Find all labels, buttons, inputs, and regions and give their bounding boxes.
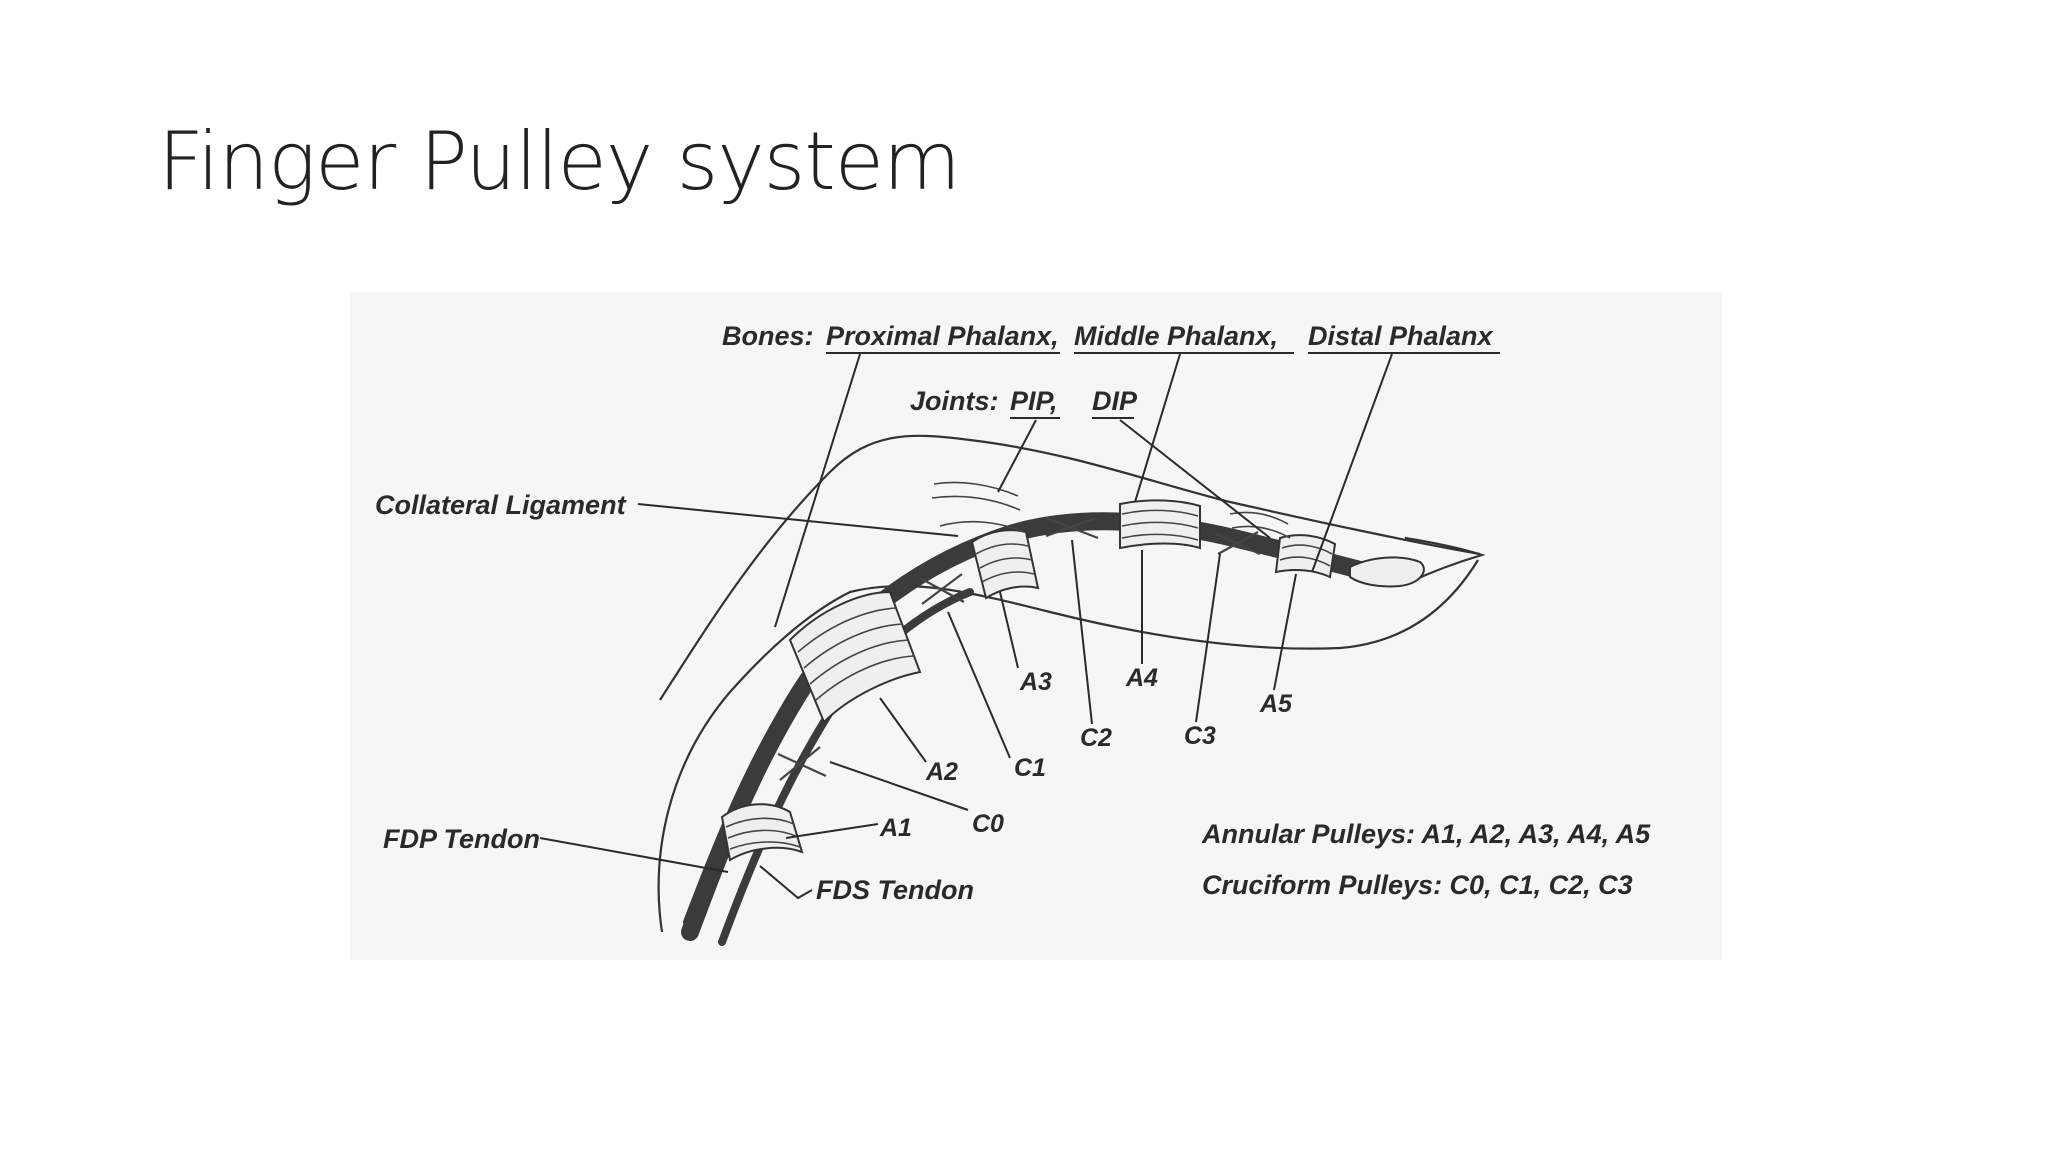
joints-prefix-label: Joints: <box>910 386 999 416</box>
leader-lines <box>539 353 1393 900</box>
leader-c2 <box>1071 539 1093 725</box>
leader-middle-phalanx <box>1134 353 1181 503</box>
pulley-a3-label: A3 <box>1019 668 1052 696</box>
fingernail-outline <box>1404 536 1486 583</box>
legend-annular-pulleys: Annular Pulleys: A1, A2, A3, A4, A5 <box>1201 819 1651 849</box>
leader-c0 <box>829 761 969 811</box>
pulley-a1-band <box>720 803 804 862</box>
leader-fdp-tendon <box>539 837 729 873</box>
bones-prefix-label: Bones: <box>722 321 814 351</box>
leader-proximal-phalanx <box>774 353 861 628</box>
pulley-a4-band <box>1119 499 1201 550</box>
collateral-ligament-label: Collateral Ligament <box>375 490 627 520</box>
pulley-c2-cross <box>1045 516 1099 540</box>
leader-dip <box>1119 419 1271 539</box>
pulley-a4-label: A4 <box>1125 664 1158 692</box>
finger-palmar-outline <box>657 559 1479 933</box>
fdp-tendon-label: FDP Tendon <box>383 824 540 854</box>
joint-pip-label: PIP, <box>1010 386 1058 416</box>
pulley-c0-label: C0 <box>972 810 1004 838</box>
leader-fds-tendon <box>759 865 813 900</box>
leader-a2 <box>879 697 927 763</box>
leader-a3 <box>999 591 1019 669</box>
pip-joint-region <box>931 481 1025 533</box>
pulley-c0-cross <box>777 746 827 781</box>
pulley-a2-band <box>788 590 922 724</box>
bone-distal-phalanx-label: Distal Phalanx <box>1308 321 1494 351</box>
pulley-c2-label: C2 <box>1080 724 1112 752</box>
leader-c1 <box>947 611 1011 759</box>
bone-proximal-phalanx-label: Proximal Phalanx, <box>826 321 1059 351</box>
fingertip-pad <box>1349 556 1425 588</box>
finger-dorsal-outline <box>659 434 1481 701</box>
pulley-a5-band <box>1274 534 1337 579</box>
fds-tendon-label: FDS Tendon <box>816 875 974 905</box>
pulley-a2-label: A2 <box>925 758 958 786</box>
pulley-a1-label: A1 <box>879 814 912 842</box>
leader-a1 <box>785 823 879 839</box>
pulley-a3-band <box>970 529 1040 600</box>
diagram-svg: Bones: Proximal Phalanx, Middle Phalanx,… <box>375 321 1651 946</box>
pulley-c3-cross <box>1215 531 1261 556</box>
fdp-tendon-highlight <box>683 516 1251 925</box>
leader-c3 <box>1195 553 1221 723</box>
bone-middle-phalanx-label: Middle Phalanx, <box>1074 321 1278 351</box>
pulley-c1-label: C1 <box>1014 754 1046 782</box>
pulley-c3-label: C3 <box>1184 722 1216 750</box>
slide-title: Finger Pulley system <box>158 115 961 208</box>
leader-distal-phalanx <box>1311 353 1393 573</box>
leader-pip <box>997 419 1037 493</box>
joint-dip-label: DIP <box>1092 386 1138 416</box>
pulley-c1-cross <box>919 573 965 605</box>
finger-pulley-diagram: Bones: Proximal Phalanx, Middle Phalanx,… <box>350 292 1722 960</box>
legend-cruciform-pulleys: Cruciform Pulleys: C0, C1, C2, C3 <box>1202 870 1633 900</box>
dip-joint-region <box>1229 511 1291 539</box>
leader-collateral-ligament <box>637 503 959 537</box>
pulley-a5-label: A5 <box>1259 690 1293 718</box>
leader-a5 <box>1273 573 1297 691</box>
